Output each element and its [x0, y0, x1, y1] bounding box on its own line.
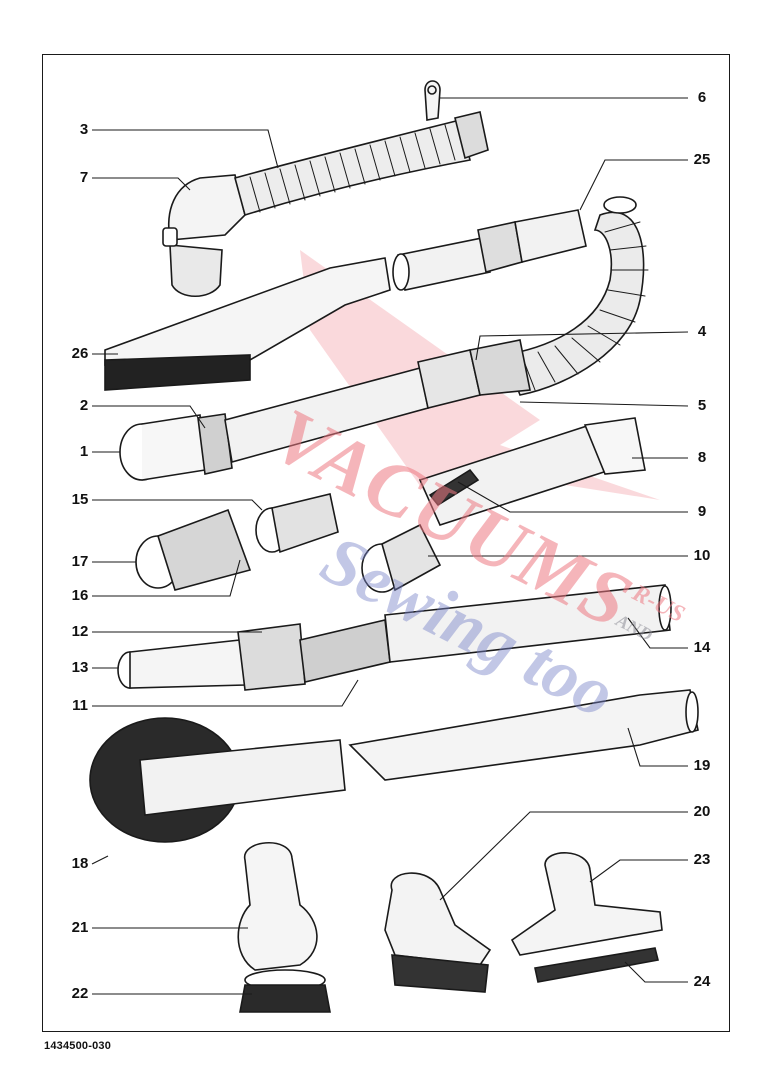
leader-3 [92, 129, 279, 169]
part-26-crevice-brush [104, 257, 391, 391]
leader-19 [627, 727, 688, 767]
leader-16 [92, 559, 241, 597]
part-label-14: 14 [693, 639, 711, 656]
part-label-6: 6 [697, 89, 707, 106]
part-label-18: 18 [71, 855, 89, 872]
part-13-nozzle [117, 623, 306, 691]
part-8-tube [418, 417, 646, 526]
part-20-upholstery-brush [384, 872, 492, 993]
part-9-slot [428, 468, 480, 507]
leader-15 [92, 499, 263, 511]
leader-5 [519, 401, 689, 407]
part-label-7: 7 [79, 169, 89, 186]
part-label-16: 16 [71, 587, 89, 604]
leader-7 [92, 177, 191, 191]
part-25-tube [392, 209, 587, 291]
part-label-19: 19 [693, 757, 711, 774]
part-label-12: 12 [71, 623, 89, 640]
leader-2 [92, 405, 206, 429]
part-label-24: 24 [693, 973, 711, 990]
part-label-26: 26 [71, 345, 89, 362]
part-label-4: 4 [697, 323, 707, 340]
leader-4 [475, 331, 689, 361]
leader-18 [91, 855, 109, 865]
part-19-crevice [348, 689, 699, 781]
part-21-dust-brush [237, 842, 331, 1013]
part-label-1: 1 [79, 443, 89, 460]
part-label-3: 3 [79, 121, 89, 138]
part-label-2: 2 [79, 397, 89, 414]
leader-14 [627, 617, 688, 649]
part-label-11: 11 [72, 697, 88, 714]
part-label-23: 23 [693, 851, 711, 868]
leader-11 [92, 679, 359, 707]
leader-23 [589, 859, 688, 883]
part-label-9: 9 [697, 503, 707, 520]
part-15-coupler [255, 493, 339, 554]
part-24-brush-strip [534, 947, 659, 983]
part-11-ribbed-collar [299, 619, 391, 683]
part-3-hose [234, 111, 489, 217]
document-number: 1434500-030 [44, 1040, 112, 1052]
part-6-hanger [424, 80, 441, 121]
part-label-8: 8 [697, 449, 707, 466]
part-label-21: 21 [71, 919, 89, 936]
part-label-20: 20 [693, 803, 711, 820]
part-7-elbow [162, 174, 246, 297]
part-label-15: 15 [71, 491, 89, 508]
part-label-17: 17 [71, 553, 89, 570]
part-18-round-brush [89, 717, 346, 843]
part-label-13: 13 [71, 659, 89, 676]
leader-25 [579, 159, 688, 211]
part-4-hose [503, 196, 649, 396]
part-label-22: 22 [71, 985, 89, 1002]
part-label-25: 25 [693, 151, 711, 168]
part-23-upholstery-tool [510, 852, 663, 956]
part-14-tube [384, 584, 672, 663]
watermark-arrow [300, 250, 660, 500]
part-label-5: 5 [697, 397, 707, 414]
part-label-10: 10 [693, 547, 711, 564]
leader-24 [624, 961, 688, 983]
part-17-brush-head [135, 508, 252, 591]
leader-9 [457, 481, 688, 513]
part-1-5-wand [119, 339, 531, 481]
drawing-frame [42, 54, 730, 1032]
part-10-adapter [361, 523, 442, 593]
leader-20 [439, 811, 688, 901]
